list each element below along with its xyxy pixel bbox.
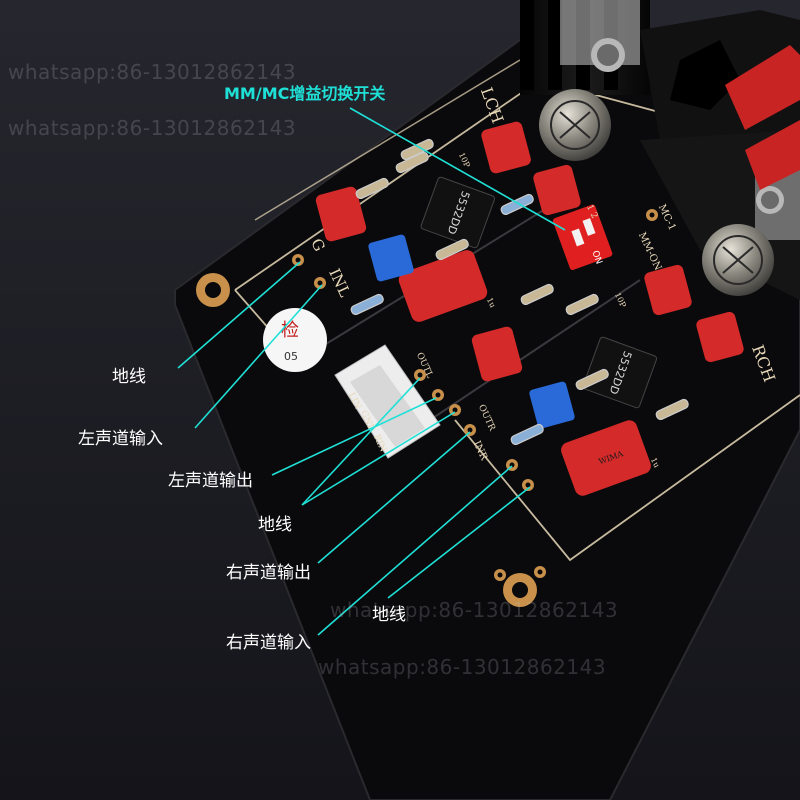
mounting-hole — [196, 273, 537, 607]
watermark: whatsapp:86-13012862143 — [330, 598, 619, 622]
callout-lines — [177, 107, 566, 636]
callout-mm-mc-switch: MM/MC增益切换开关 — [224, 84, 386, 103]
watermark: whatsapp:86-13012862143 — [8, 116, 297, 140]
callout-ground-3: 地线 — [372, 605, 406, 625]
dip-switch: ON — [552, 204, 613, 270]
resistors — [350, 138, 689, 446]
qc-sticker: 检 05 — [263, 308, 327, 372]
qc-char: 检 — [281, 320, 299, 341]
film-capacitors — [315, 121, 744, 496]
watermark: whatsapp:86-13012862143 — [318, 655, 607, 679]
callout-ground-2: 地线 — [258, 515, 292, 535]
cap-1u-label: 1u — [485, 296, 497, 309]
blue-capacitors — [368, 234, 575, 429]
callout-right-output: 右声道输出 — [226, 563, 311, 583]
callout-right-input: 右声道输入 — [226, 633, 311, 653]
callout-left-output: 左声道输出 — [168, 471, 253, 491]
callout-ground-1: 地线 — [112, 367, 146, 387]
electrolytic-capacitor — [539, 89, 774, 296]
power-capacitors — [725, 45, 800, 190]
opamp-chip: 5532DD 5532DD — [420, 176, 658, 409]
watermark: whatsapp:86-13012862143 — [8, 60, 297, 84]
screw — [591, 38, 784, 214]
callout-left-input: 左声道输入 — [78, 429, 163, 449]
qc-number: 05 — [284, 350, 298, 363]
cap-1u-label: 1u — [649, 456, 661, 469]
switch-on-label: ON — [589, 249, 603, 265]
